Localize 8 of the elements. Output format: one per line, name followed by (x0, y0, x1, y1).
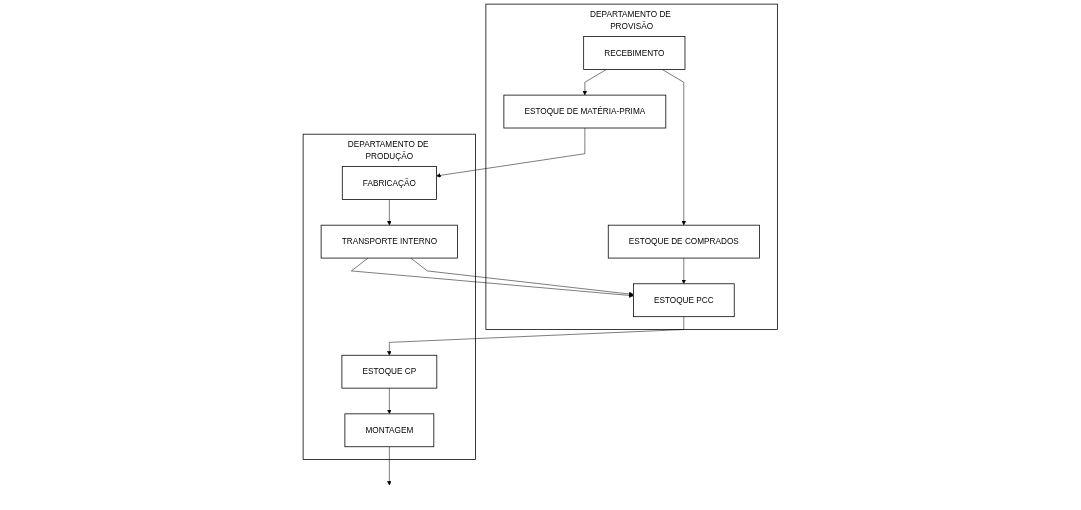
node-box: ESTOQUE CP (341, 354, 438, 389)
node-box: FABRICAÇÃO (342, 166, 438, 200)
node-box: ESTOQUE DE MATÉRIA-PRIMA (503, 94, 667, 129)
node-box: ESTOQUE PCC (633, 283, 735, 318)
node-box: RECEBIMENTO (583, 36, 686, 70)
node-box: TRANSPORTE INTERNO (320, 224, 459, 259)
node-box: MONTAGEM (344, 413, 435, 448)
node-box: ESTOQUE DE COMPRADOS (608, 224, 760, 259)
